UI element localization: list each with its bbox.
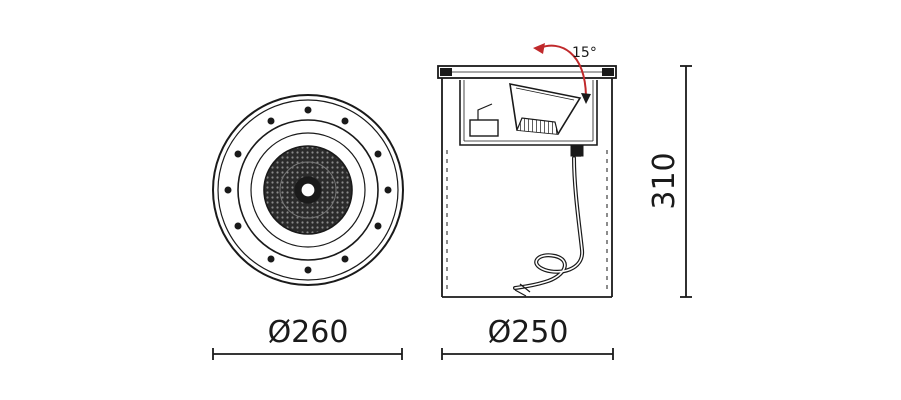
front-diameter-label: Ø260 (268, 315, 349, 350)
height-label: 310 (647, 152, 682, 209)
side-diameter-label: Ø250 (488, 315, 569, 350)
screw-icon (304, 106, 312, 114)
screw-icon (224, 186, 232, 194)
side-view (437, 65, 617, 298)
inner-module-box (459, 80, 598, 146)
outer-rim-circle (212, 94, 404, 286)
screw-icon (384, 186, 392, 194)
screw-icon (374, 222, 382, 230)
screw-icon (267, 117, 275, 125)
height-dimension-line (680, 65, 692, 298)
screw-icon (341, 255, 349, 263)
tilt-angle-label: 15° (572, 45, 597, 61)
screw-icon (267, 255, 275, 263)
screw-icon (234, 150, 242, 158)
screw-icon (341, 117, 349, 125)
screw-icon (374, 150, 382, 158)
tilt-arrow-head-icon (581, 93, 591, 104)
cable-gland (570, 145, 584, 157)
top-flange (437, 65, 617, 79)
tilt-indicator: 15° (533, 43, 597, 104)
rim-inner-circle (217, 99, 399, 281)
driver-block (469, 119, 499, 137)
led-center-hole (300, 182, 316, 198)
fixing-screws (224, 106, 392, 274)
screw-icon (304, 266, 312, 274)
screw-icon (234, 222, 242, 230)
tilt-arrow-head-icon (533, 43, 545, 54)
side-dimension-line (441, 348, 614, 360)
front-view (212, 94, 404, 286)
ring-circle (237, 119, 379, 261)
tilt-arc-icon (539, 44, 587, 97)
lens-frame-circle (250, 132, 366, 248)
reflector-inner-ring (279, 161, 337, 219)
front-dimension-line (212, 348, 403, 360)
